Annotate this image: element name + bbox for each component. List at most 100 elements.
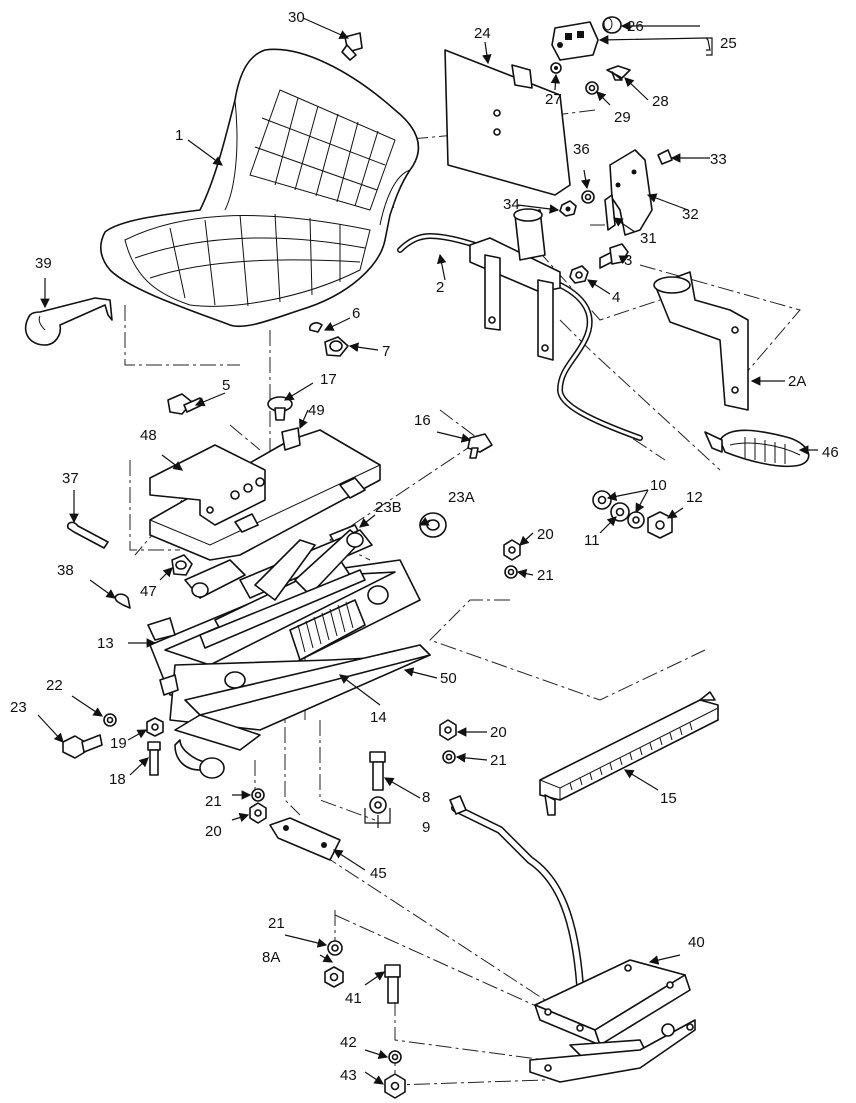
adjust-lever-40	[449, 795, 584, 989]
plate-45	[269, 817, 341, 861]
callout-24: 24	[474, 25, 491, 42]
callout-38: 38	[57, 562, 74, 579]
callout-19: 19	[110, 735, 127, 752]
spacer-47	[171, 554, 193, 576]
clip-38	[114, 593, 131, 609]
fitting-16	[467, 433, 493, 459]
callout-6: 6	[352, 305, 360, 322]
bolt-30	[341, 32, 363, 61]
callout-25: 25	[720, 35, 737, 52]
seat-bottom-grid	[124, 213, 371, 307]
small-screw-27	[550, 62, 562, 74]
callout-43: 43	[340, 1067, 357, 1084]
callout-21-top: 21	[537, 567, 554, 584]
callout-48: 48	[140, 427, 157, 444]
seat-switch	[551, 21, 599, 61]
callout-12: 12	[686, 489, 703, 506]
pin-37	[66, 521, 109, 549]
spacer-7	[324, 336, 349, 357]
callout-13: 13	[97, 635, 114, 652]
callout-14: 14	[370, 709, 387, 726]
callout-2A: 2A	[788, 373, 806, 390]
washer-21a	[504, 565, 518, 579]
callout-33: 33	[710, 151, 727, 168]
callout-23A: 23A	[448, 489, 475, 506]
callout-27: 27	[545, 91, 562, 108]
callout-42: 42	[340, 1034, 357, 1051]
screw-33	[657, 149, 673, 165]
callout-21-low: 21	[205, 793, 222, 810]
washer-36	[581, 190, 595, 204]
bolt-8	[369, 751, 386, 791]
washer-21c	[251, 788, 265, 802]
nut-34	[559, 200, 577, 217]
washer-9	[369, 796, 387, 814]
washer-29	[585, 81, 599, 95]
bolt-41	[384, 964, 401, 1004]
callout-50: 50	[440, 670, 457, 687]
callout-15: 15	[660, 790, 677, 807]
base-frame-50	[174, 644, 431, 779]
hose-clamp-46	[704, 429, 810, 468]
washer-10b	[627, 511, 645, 529]
back-plate	[444, 49, 571, 196]
screw-28	[606, 65, 631, 81]
slide-bracket	[469, 208, 561, 361]
mount-base-40	[529, 959, 696, 1083]
callout-2: 2	[436, 279, 444, 296]
clip-6	[308, 322, 323, 333]
bolt-23	[62, 734, 103, 759]
callout-41: 41	[345, 990, 362, 1007]
knob-17	[267, 396, 293, 421]
nut-12	[647, 511, 673, 539]
callout-9: 9	[422, 819, 430, 836]
washer-21b	[442, 750, 456, 764]
callout-7: 7	[382, 343, 390, 360]
bolt-18	[147, 741, 161, 776]
washer-10	[592, 490, 612, 510]
callout-1: 1	[175, 127, 183, 144]
callout-34: 34	[503, 196, 520, 213]
switch-cap	[602, 16, 622, 34]
washer-22	[103, 713, 117, 727]
washer-11	[610, 502, 630, 522]
callout-39: 39	[35, 255, 52, 272]
nut-4	[569, 265, 589, 284]
callout-20-top: 20	[537, 526, 554, 543]
callout-23B: 23B	[375, 499, 402, 516]
callout-37: 37	[62, 470, 79, 487]
slide-rail-15	[539, 691, 719, 816]
washer-23A	[419, 512, 447, 538]
support-tube	[397, 233, 643, 441]
spring-14	[289, 599, 366, 661]
callout-17: 17	[320, 371, 337, 388]
callout-46: 46	[822, 444, 839, 461]
callout-47: 47	[140, 583, 157, 600]
callout-labels: 1 2 2A 3 4 5 6 7 8 8A 9 10 11 12 13 14 1…	[10, 9, 839, 1084]
leader-lines	[37, 17, 818, 1085]
callout-36: 36	[573, 141, 590, 158]
bracket-2A	[653, 271, 749, 411]
callout-3: 3	[624, 252, 632, 269]
nut-8A	[324, 966, 344, 988]
callout-10: 10	[650, 477, 667, 494]
washer-42	[388, 1050, 402, 1064]
callout-40: 40	[688, 934, 705, 951]
bracket-32	[609, 149, 653, 236]
seat-back-grid	[249, 89, 396, 211]
callout-21-mid: 21	[490, 752, 507, 769]
nut-20a	[503, 539, 521, 561]
callout-23: 23	[10, 699, 27, 716]
suspension-scissor	[147, 524, 431, 731]
callout-31: 31	[640, 230, 657, 247]
nut-43	[384, 1073, 406, 1099]
washer-21d	[327, 940, 343, 956]
callout-20-low: 20	[205, 823, 222, 840]
callout-32: 32	[682, 206, 699, 223]
callout-21-bottom: 21	[268, 915, 285, 932]
callout-26: 26	[627, 18, 644, 35]
nut-20c	[249, 802, 267, 824]
handle-39	[24, 297, 113, 346]
callout-8A: 8A	[262, 949, 280, 966]
